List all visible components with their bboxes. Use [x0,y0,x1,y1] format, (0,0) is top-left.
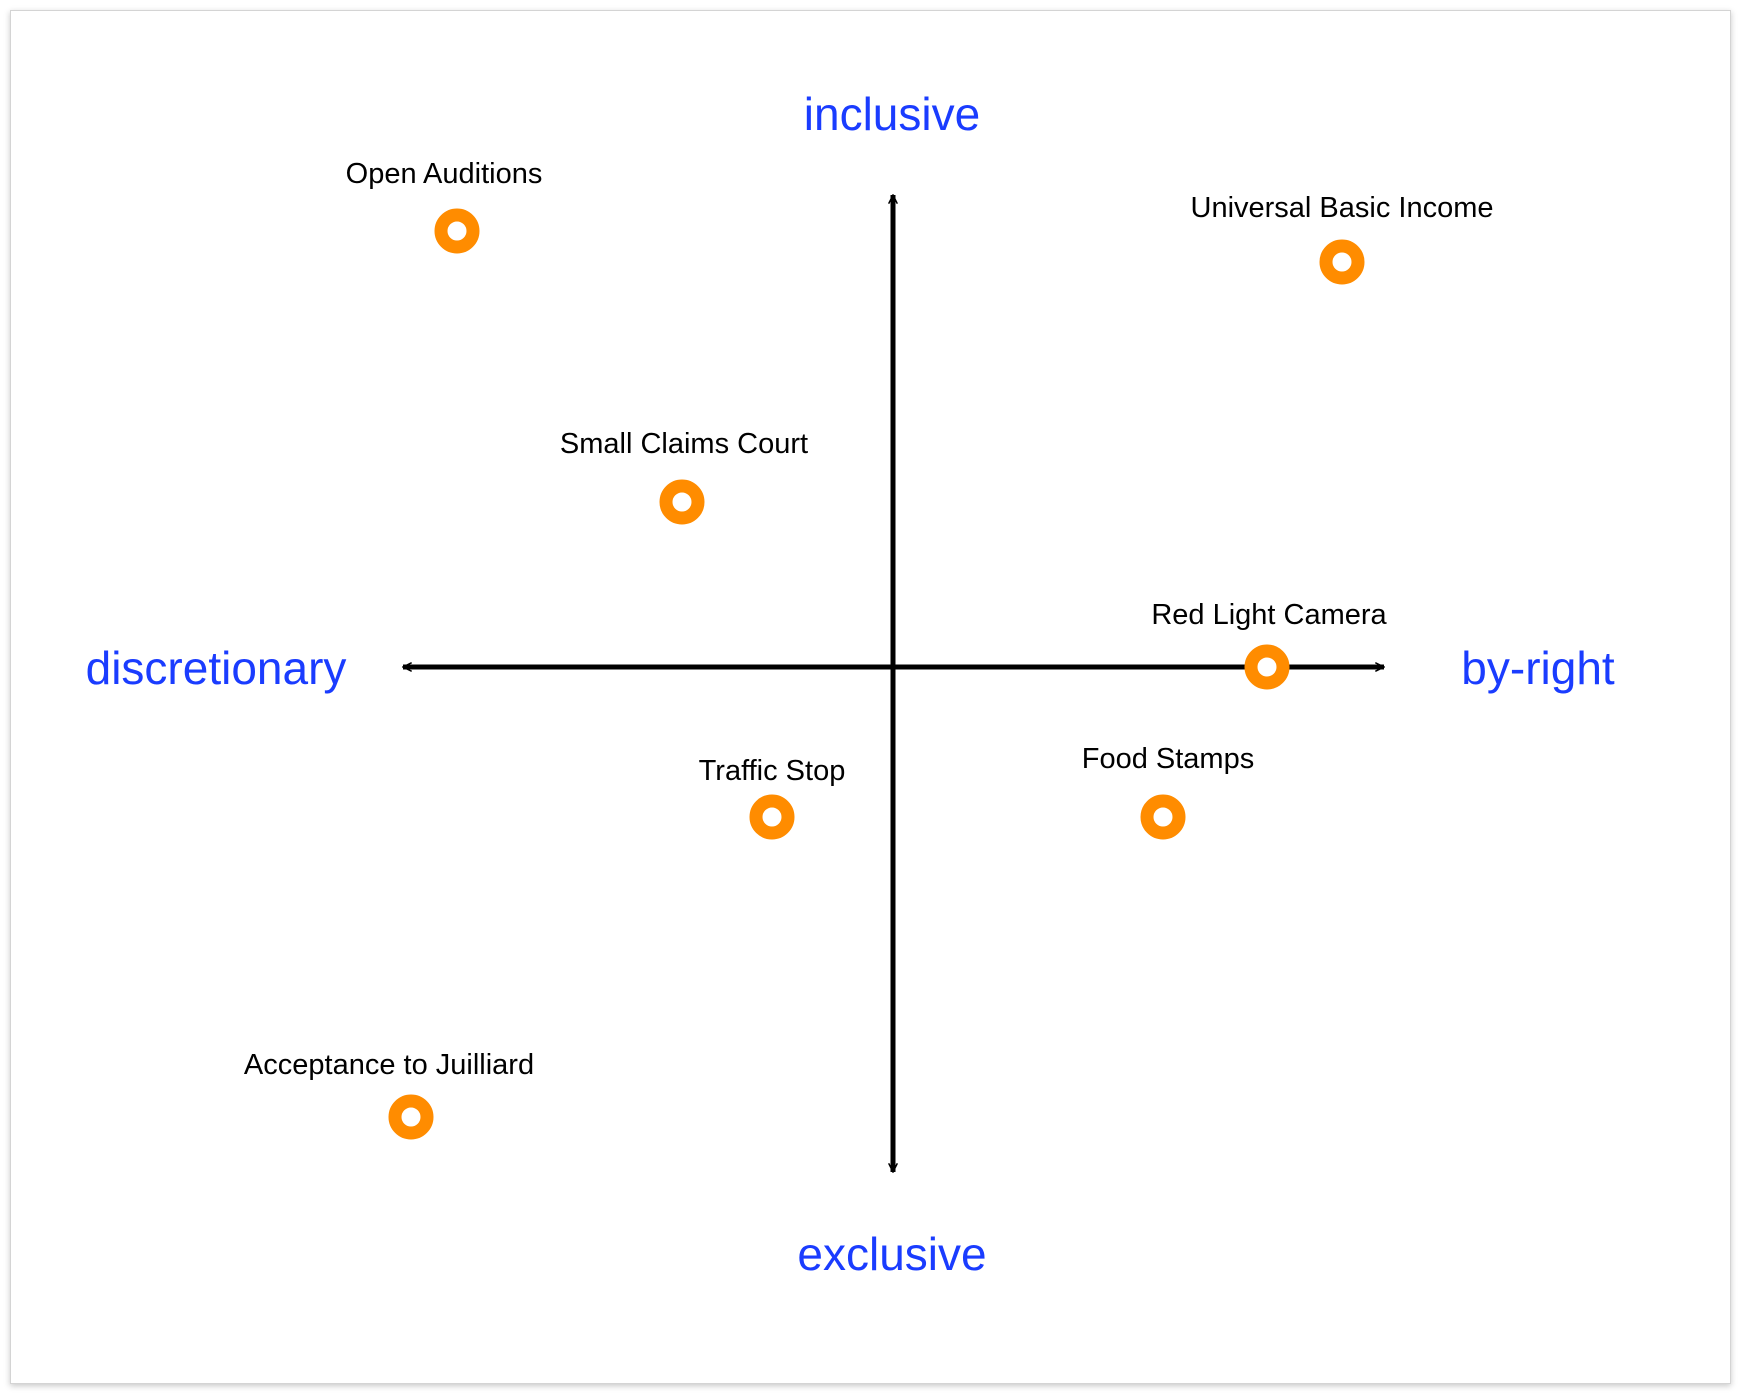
orange-marker-icon [1140,794,1186,840]
item-red-light-camera: Red Light Camera [1151,599,1388,690]
item-small-claims-court: Small Claims Court [560,428,808,525]
item-label: Red Light Camera [1151,599,1387,631]
item-acceptance-to-juilliard: Acceptance to Juilliard [244,1049,534,1140]
diagram-card [10,10,1731,1384]
item-label: Open Auditions [346,158,543,190]
item-label: Food Stamps [1082,743,1254,775]
axis-bottom-label: exclusive [797,1228,986,1280]
item-traffic-stop: Traffic Stop [699,755,846,840]
axis-left-label: discretionary [86,642,347,694]
item-food-stamps: Food Stamps [1082,743,1254,840]
axis-top-label: inclusive [804,88,980,140]
item-label: Acceptance to Juilliard [244,1049,534,1081]
orange-marker-icon [1319,239,1365,285]
item-label: Small Claims Court [560,428,808,460]
orange-marker-icon [388,1094,434,1140]
item-open-auditions: Open Auditions [346,158,543,254]
orange-marker-icon [1244,644,1290,690]
item-label: Traffic Stop [699,755,846,787]
orange-marker-icon [434,208,480,254]
orange-marker-icon [749,794,795,840]
orange-marker-icon [659,479,705,525]
item-label: Universal Basic Income [1191,192,1494,224]
axis-right-label: by-right [1461,642,1615,694]
item-universal-basic-income: Universal Basic Income [1191,192,1494,285]
